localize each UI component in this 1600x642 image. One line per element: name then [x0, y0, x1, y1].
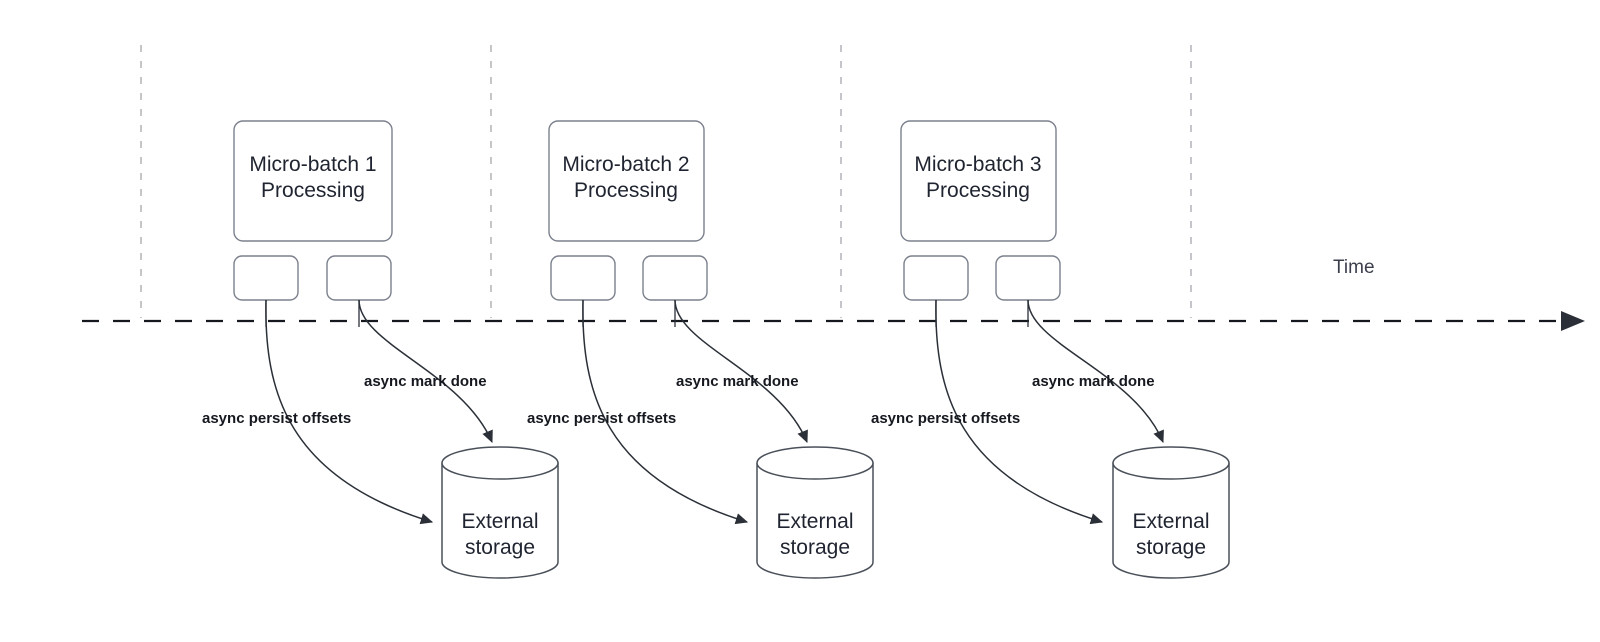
microbatch-box-3-line2: Processing: [926, 179, 1030, 202]
external-storage-2-line1: External: [776, 510, 853, 533]
microbatch-box-1[interactable]: Micro-batch 1 Processing: [233, 120, 393, 242]
edge-mark-done-1: [358, 299, 493, 444]
external-storage-2-line2: storage: [780, 536, 850, 559]
group-2: Micro-batch 2 Processing async persist o…: [527, 120, 874, 579]
task-box-2b[interactable]: [642, 255, 708, 301]
external-storage-2[interactable]: External storage: [756, 446, 874, 579]
external-storage-3-line1: External: [1132, 510, 1209, 533]
edge-mark-done-2: [674, 299, 808, 444]
external-storage-1-line2: storage: [465, 536, 535, 559]
edge-label-persist-offsets-1: async persist offsets: [202, 410, 351, 427]
microbatch-box-1-rect[interactable]: [233, 120, 393, 242]
external-storage-1-line1: External: [461, 510, 538, 533]
external-storage-3-line2: storage: [1136, 536, 1206, 559]
microbatch-box-1-line1: Micro-batch 1: [249, 153, 376, 176]
edge-label-persist-offsets-2: async persist offsets: [527, 410, 676, 427]
microbatch-box-2-line1: Micro-batch 2: [562, 153, 689, 176]
edge-mark-done-3: [1027, 299, 1164, 444]
edge-label-mark-done-3: async mark done: [1032, 373, 1155, 390]
edge-label-persist-offsets-3: async persist offsets: [871, 410, 1020, 427]
time-axis-label: Time: [1333, 257, 1375, 278]
task-box-3b[interactable]: [995, 255, 1061, 301]
microbatch-box-2-line2: Processing: [574, 179, 678, 202]
edge-label-mark-done-2: async mark done: [676, 373, 799, 390]
microbatch-box-3-line1: Micro-batch 3: [914, 153, 1041, 176]
separators-layer: [140, 45, 1192, 318]
external-storage-3[interactable]: External storage: [1112, 446, 1230, 579]
time-axis: Time: [82, 257, 1585, 331]
edge-persist-offsets-3: [935, 299, 1104, 525]
external-storage-1[interactable]: External storage: [441, 446, 559, 579]
microbatch-box-1-line2: Processing: [261, 179, 365, 202]
external-storage-3-top: [1112, 446, 1230, 480]
edge-persist-offsets-2: [582, 299, 749, 525]
external-storage-1-body: [441, 463, 559, 579]
group-3: Micro-batch 3 Processing async persist o…: [871, 120, 1230, 579]
group-1: Micro-batch 1 Processing async persist o…: [202, 120, 559, 579]
edge-persist-offsets-1: [265, 299, 434, 525]
microbatch-box-3-rect[interactable]: [900, 120, 1057, 242]
edge-label-mark-done-1: async mark done: [364, 373, 487, 390]
external-storage-1-top: [441, 446, 559, 480]
time-axis-arrowhead: [1561, 311, 1585, 331]
microbatch-box-2-rect[interactable]: [548, 120, 705, 242]
task-box-1b[interactable]: [326, 255, 392, 301]
task-box-2a[interactable]: [550, 255, 616, 301]
microbatch-box-3[interactable]: Micro-batch 3 Processing: [900, 120, 1057, 242]
task-box-1a[interactable]: [233, 255, 299, 301]
external-storage-2-top: [756, 446, 874, 480]
external-storage-3-body: [1112, 463, 1230, 579]
external-storage-2-body: [756, 463, 874, 579]
microbatch-box-2[interactable]: Micro-batch 2 Processing: [548, 120, 705, 242]
task-box-3a[interactable]: [903, 255, 969, 301]
